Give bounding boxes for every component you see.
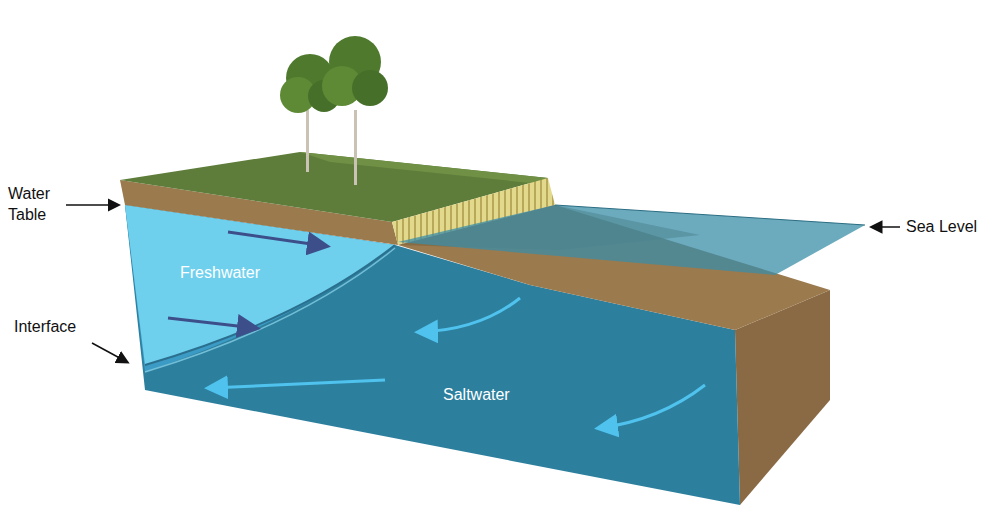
- region-label: Saltwater: [443, 386, 514, 404]
- interface-label: Interface: [14, 316, 104, 337]
- saltwater-region: Saltwater: [443, 386, 514, 404]
- region-label: Freshwater: [180, 264, 265, 282]
- sea-level-label: Sea Level: [906, 216, 1001, 237]
- water-table-label: Water Table: [8, 183, 64, 225]
- freshwater-region: Freshwater: [180, 264, 265, 282]
